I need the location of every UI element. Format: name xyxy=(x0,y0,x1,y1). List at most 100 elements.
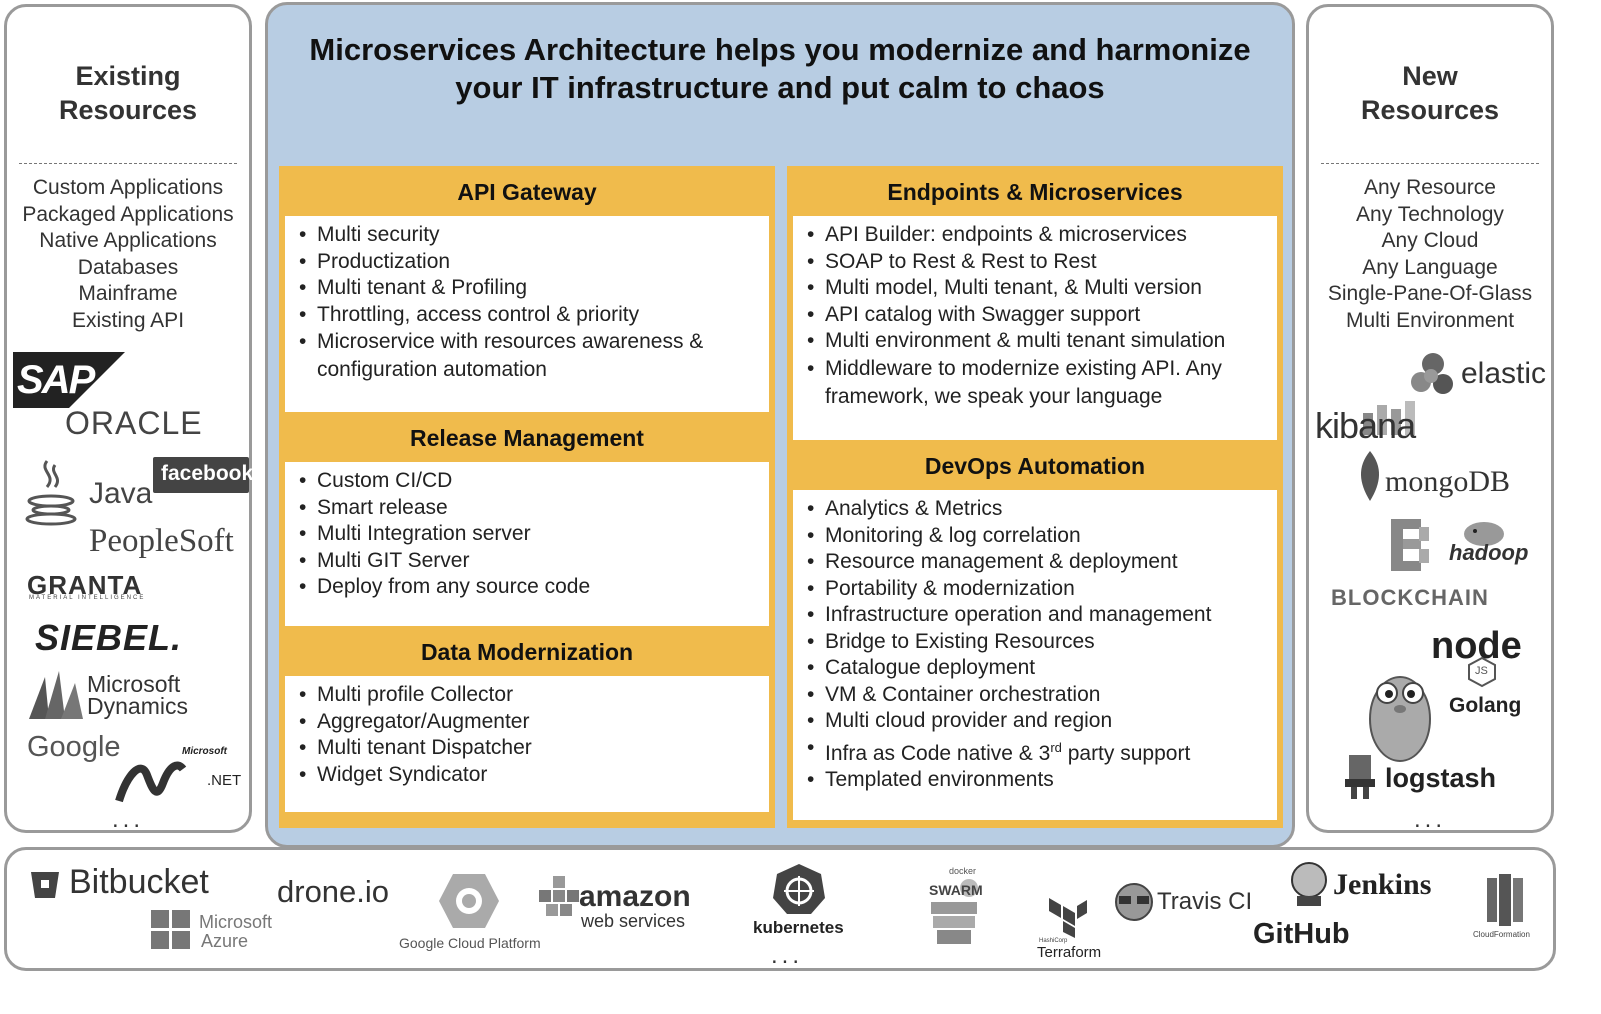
new-resources-title: New Resources xyxy=(1309,59,1551,127)
list-item: Databases xyxy=(77,255,179,279)
architecture-panel: Microservices Architecture helps you mod… xyxy=(265,2,1295,848)
list-item: Widget Syndicator xyxy=(299,762,757,789)
title-line-1: Existing xyxy=(75,61,181,91)
windows-icon xyxy=(151,910,191,950)
existing-resources-panel: Existing Resources Custom Applications P… xyxy=(4,4,253,833)
list-item: API Builder: endpoints & microservices xyxy=(807,222,1265,249)
hashicorp-label: HashiCorp xyxy=(1039,938,1068,944)
list-item: Resource management & deployment xyxy=(807,549,1265,576)
kibana-icon xyxy=(1359,399,1421,435)
api-gateway-body: Multi security Productization Multi tena… xyxy=(285,216,769,412)
cloudformation-logo: CloudFormation xyxy=(1473,930,1530,939)
new-resources-panel: New Resources Any Resource Any Technolog… xyxy=(1306,4,1554,833)
bitbucket-icon xyxy=(31,872,59,898)
existing-resources-title: Existing Resources xyxy=(7,59,249,127)
list-item: Single-Pane-Of-Glass xyxy=(1327,282,1533,305)
list-item: Catalogue deployment xyxy=(807,655,1265,682)
list-item: Infra as Code native & 3rd party support xyxy=(807,735,1265,768)
devops-title: DevOps Automation xyxy=(924,453,1146,479)
headline: Microservices Architecture helps you mod… xyxy=(268,31,1292,107)
blockchain-logo: BLOCKCHAIN xyxy=(1331,585,1489,610)
kubernetes-logo: kubernetes xyxy=(753,918,844,937)
list-item: Native Applications xyxy=(39,229,217,252)
endpoints-title: Endpoints & Microservices xyxy=(887,179,1183,205)
list-item: Smart release xyxy=(299,495,757,522)
list-item: Portability & modernization xyxy=(807,576,1265,603)
list-item: API catalog with Swagger support xyxy=(807,302,1265,329)
amazon-logo: amazon xyxy=(579,880,691,913)
oracle-logo: ORACLE xyxy=(65,405,203,441)
dotnet-label: .NET xyxy=(207,772,242,789)
hadoop-elephant-icon xyxy=(1459,519,1509,549)
mongodb-leaf-icon xyxy=(1359,451,1381,501)
release-management-body: Custom CI/CD Smart release Multi Integra… xyxy=(285,462,769,626)
github-logo: GitHub xyxy=(1253,918,1350,950)
ellipsis: ... xyxy=(770,942,803,969)
right-column-block: Endpoints & Microservices API Builder: e… xyxy=(787,166,1283,828)
list-item: Templated environments xyxy=(807,767,1265,794)
list-item: Bridge to Existing Resources xyxy=(807,629,1265,656)
list-item: Analytics & Metrics xyxy=(807,496,1265,523)
list-item: Multi cloud provider and region xyxy=(807,708,1265,735)
api-gateway-title: API Gateway xyxy=(457,179,597,205)
google-logo: Google xyxy=(27,731,121,763)
list-item: Packaged Applications xyxy=(22,202,234,226)
golang-logo: Golang xyxy=(1449,694,1522,717)
list-item: Multi model, Multi tenant, & Multi versi… xyxy=(807,275,1265,302)
siebel-logo: SIEBEL. xyxy=(35,617,183,658)
kubernetes-icon xyxy=(771,862,827,916)
infra-superscript: rd xyxy=(1050,739,1062,755)
title-line-2: Resources xyxy=(58,95,198,125)
aws-subtitle: web services xyxy=(581,911,686,931)
bitbucket-logo: Bitbucket xyxy=(69,863,209,901)
list-item: Multi environment & multi tenant simulat… xyxy=(807,328,1265,355)
list-item: Custom Applications xyxy=(32,176,224,199)
left-column-block: API Gateway Multi security Productizatio… xyxy=(279,166,775,828)
list-item: Middleware to modernize existing API. An… xyxy=(807,355,1265,411)
nodejs-hex-icon: JS xyxy=(1467,656,1497,688)
elastic-logo: elastic xyxy=(1461,357,1547,390)
endpoints-body: API Builder: endpoints & microservices S… xyxy=(793,216,1277,440)
golang-gopher-icon xyxy=(1365,663,1435,763)
headline-line-2: your IT infrastructure and put calm to c… xyxy=(455,70,1105,105)
list-item: Infrastructure operation and management xyxy=(807,602,1265,629)
list-item: VM & Container orchestration xyxy=(807,682,1265,709)
kibana-logo: kibana xyxy=(1315,405,1416,446)
list-item: Multi Integration server xyxy=(299,521,757,548)
dotnet-icon xyxy=(115,755,197,803)
granta-tagline: MATERIAL INTELLIGENCE xyxy=(29,595,146,601)
drone-logo: drone.io xyxy=(277,874,390,909)
list-item: Any Technology xyxy=(1356,202,1504,226)
list-item: Monitoring & log correlation xyxy=(807,523,1265,550)
list-item: Existing API xyxy=(71,308,185,332)
tooling-panel: Bitbucket Microsoft Azure drone.io Googl… xyxy=(4,847,1556,971)
list-item: SOAP to Rest & Rest to Rest xyxy=(807,249,1265,276)
list-item: Aggregator/Augmenter xyxy=(299,709,757,736)
list-item: Microservice with resources awareness & … xyxy=(299,328,757,384)
list-item: Multi tenant & Profiling xyxy=(299,275,757,302)
java-logo xyxy=(25,457,85,529)
travis-ci-logo: Travis CI xyxy=(1157,888,1253,915)
docker-swarm-icon xyxy=(925,876,985,948)
aws-cubes-icon xyxy=(535,874,579,926)
list-item: Multi GIT Server xyxy=(299,548,757,575)
data-modernization-title: Data Modernization xyxy=(420,639,634,665)
list-item: Throttling, access control & priority xyxy=(299,302,757,329)
jenkins-icon xyxy=(1289,860,1329,906)
facebook-logo: facebook xyxy=(153,457,253,493)
headline-line-1: Microservices Architecture helps you mod… xyxy=(309,32,1251,67)
dashed-divider xyxy=(1321,163,1539,164)
data-modernization-body: Multi profile Collector Aggregator/Augme… xyxy=(285,676,769,812)
gcp-logo: Google Cloud Platform xyxy=(399,935,541,951)
granta-logo: GRANTA xyxy=(27,570,143,600)
dashed-divider xyxy=(19,163,237,164)
microsoft-dynamics-line1: Microsoft xyxy=(87,671,181,697)
list-item: Multi Environment xyxy=(1345,308,1515,332)
azure-line1: Microsoft xyxy=(199,912,273,932)
terraform-icon xyxy=(1047,896,1087,938)
list-item: Multi profile Collector xyxy=(299,682,757,709)
cloudformation-icon xyxy=(1483,874,1527,926)
docker-label: docker xyxy=(949,866,977,876)
microsoft-dynamics-icon xyxy=(25,667,85,719)
list-item: Multi security xyxy=(299,222,757,249)
